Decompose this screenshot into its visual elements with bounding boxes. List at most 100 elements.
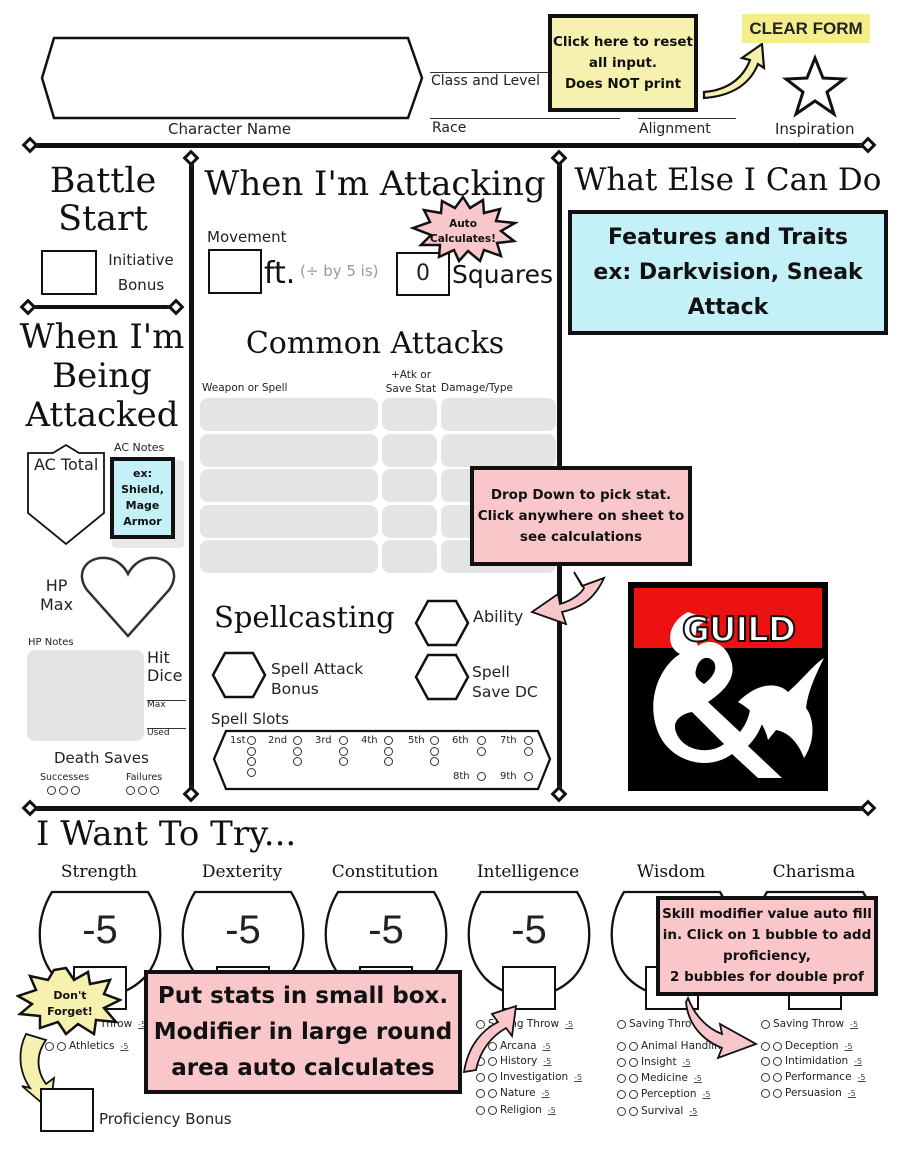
expertise-bubble[interactable] [488,1041,497,1051]
save-proficiency-bubble[interactable] [761,1019,770,1029]
skill-survival[interactable]: Survival -5 [617,1105,697,1117]
ability-hexagon-input[interactable] [414,599,470,647]
success-bubble[interactable] [59,786,68,795]
attack-weapon-input[interactable] [200,505,378,538]
proficiency-bubble[interactable] [617,1106,626,1116]
save-proficiency-bubble[interactable] [476,1019,485,1029]
ac-notes-input[interactable]: ex: Shield, Mage Armor [110,457,175,539]
expertise-bubble[interactable] [488,1056,497,1066]
character-name-frame[interactable] [40,36,426,120]
race-line[interactable] [430,118,620,119]
movement-input[interactable] [208,249,262,294]
expertise-bubble[interactable] [629,1057,638,1067]
spell-slot-bubble[interactable] [477,736,486,745]
skill-persuasion[interactable]: Persuasion -5 [761,1087,856,1099]
skill-intimidation[interactable]: Intimidation -5 [761,1055,862,1067]
stat-score-intelligence[interactable] [502,966,556,1010]
spell-attack-hexagon-input[interactable] [211,651,267,699]
attack-damage-input[interactable] [441,398,556,431]
skill-animal-handling[interactable]: Animal Handling [617,1040,727,1052]
skill-performance[interactable]: Performance -5 [761,1071,866,1083]
skill-religion[interactable]: Religion -5 [476,1104,556,1116]
spell-slot-bubble[interactable] [384,736,393,745]
proficiency-bubble[interactable] [476,1105,485,1115]
proficiency-bubble[interactable] [476,1088,485,1098]
class-level-line[interactable] [430,72,550,73]
spell-slot-bubble[interactable] [247,746,256,756]
hp-heart-icon[interactable] [78,554,178,640]
spell-slot-bubble[interactable] [247,757,256,766]
success-bubble[interactable] [47,786,56,795]
expertise-bubble[interactable] [629,1041,638,1051]
attack-stat-dropdown[interactable] [382,505,437,538]
spell-slot-bubble[interactable] [293,757,302,766]
expertise-bubble[interactable] [629,1073,638,1083]
proficiency-bubble[interactable] [617,1057,626,1067]
clear-form-button[interactable]: CLEAR FORM [742,14,870,43]
spell-slot-bubble[interactable] [430,736,439,745]
success-bubble[interactable] [71,786,80,795]
spell-slot-bubble[interactable] [293,746,302,756]
spell-slot-bubble-8th[interactable] [477,772,486,781]
spell-slot-bubble-9th[interactable] [524,772,533,781]
attack-stat-dropdown[interactable] [382,540,437,573]
expertise-bubble[interactable] [629,1089,638,1099]
expertise-bubble[interactable] [629,1106,638,1116]
proficiency-bubble[interactable] [761,1088,770,1098]
spell-slot-bubble[interactable] [524,736,533,745]
proficiency-bubble[interactable] [476,1072,485,1082]
spell-save-hexagon-input[interactable] [414,653,470,701]
proficiency-bonus-input[interactable] [40,1088,94,1132]
inspiration-star-icon[interactable] [782,54,848,118]
spell-slot-bubble[interactable] [339,746,348,756]
expertise-bubble[interactable] [57,1041,66,1051]
proficiency-bubble[interactable] [617,1073,626,1083]
hit-dice-used-input[interactable] [147,728,186,729]
expertise-bubble[interactable] [488,1088,497,1098]
charisma-saving-throw[interactable]: Saving Throw -5 [761,1018,858,1030]
spell-slot-bubble[interactable] [247,767,256,777]
failure-bubble[interactable] [126,786,135,795]
skill-medicine[interactable]: Medicine -5 [617,1072,702,1084]
spell-slot-bubble[interactable] [384,746,393,756]
features-traits-input[interactable]: Features and Traits ex: Darkvision, Snea… [568,210,888,335]
save-proficiency-bubble[interactable] [617,1019,626,1029]
proficiency-bubble[interactable] [45,1041,54,1051]
proficiency-bubble[interactable] [617,1089,626,1099]
proficiency-bubble[interactable] [761,1072,770,1082]
expertise-bubble[interactable] [488,1072,497,1082]
attack-damage-input[interactable] [441,434,556,467]
attack-stat-dropdown[interactable] [382,469,437,502]
attack-weapon-input[interactable] [200,469,378,502]
skill-deception[interactable]: Deception -5 [761,1040,853,1052]
spell-slot-bubble[interactable] [339,736,348,745]
ac-shield-icon[interactable] [25,443,107,547]
expertise-bubble[interactable] [488,1105,497,1115]
attack-weapon-input[interactable] [200,434,378,467]
alignment-line[interactable] [638,118,736,119]
failure-bubble[interactable] [138,786,147,795]
attack-stat-dropdown[interactable] [382,398,437,431]
spell-slot-bubble[interactable] [384,757,393,766]
spell-slot-bubble[interactable] [293,736,302,745]
spell-slot-bubble[interactable] [339,757,348,766]
wisdom-saving-throw[interactable]: Saving Thro [617,1018,691,1030]
proficiency-bubble[interactable] [617,1041,626,1051]
proficiency-bubble[interactable] [761,1056,770,1066]
attack-stat-dropdown[interactable] [382,434,437,467]
spell-slot-bubble[interactable] [430,746,439,756]
initiative-bonus-input[interactable] [41,250,97,295]
expertise-bubble[interactable] [773,1072,782,1082]
skill-perception[interactable]: Perception -5 [617,1088,711,1100]
spell-slot-bubble[interactable] [524,746,533,756]
expertise-bubble[interactable] [773,1088,782,1098]
hit-dice-max-input[interactable] [147,700,186,701]
skill-insight[interactable]: Insight -5 [617,1056,691,1068]
attack-weapon-input[interactable] [200,398,378,431]
proficiency-bubble[interactable] [761,1041,770,1051]
failure-bubble[interactable] [150,786,159,795]
hp-notes-input[interactable] [27,650,144,741]
expertise-bubble[interactable] [773,1041,782,1051]
attack-weapon-input[interactable] [200,540,378,573]
spell-slot-bubble[interactable] [477,746,486,756]
